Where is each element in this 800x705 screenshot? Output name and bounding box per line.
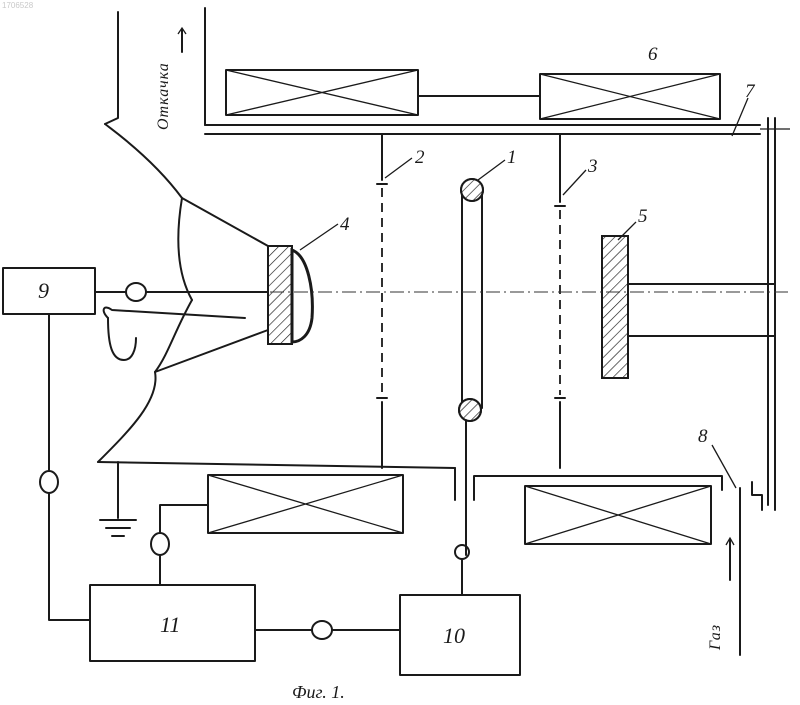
label-2: 2 <box>415 147 425 168</box>
leader-8 <box>712 445 736 488</box>
grid-3 <box>555 134 565 468</box>
block-9-wiring <box>40 283 268 620</box>
top-coil-right-6 <box>540 74 720 119</box>
source-electrode-4 <box>268 246 292 344</box>
target-5 <box>602 236 628 378</box>
pump-out-label: Откачка <box>155 62 172 130</box>
source-electrode-cap <box>292 250 312 342</box>
label-8: 8 <box>698 426 708 447</box>
top-electrode-7 <box>205 118 790 140</box>
grid-2 <box>377 134 387 468</box>
block-11-label: 11 <box>160 612 180 637</box>
block-9-label: 9 <box>38 278 49 303</box>
cathode-1 <box>455 179 483 595</box>
block-9 <box>3 268 95 314</box>
label-6: 6 <box>648 44 658 65</box>
leader-7 <box>732 98 748 136</box>
label-5: 5 <box>638 206 648 227</box>
bottom-coil-left <box>208 475 403 533</box>
leader-4 <box>300 224 338 250</box>
leader-1 <box>478 160 505 180</box>
label-4: 4 <box>340 214 350 235</box>
gas-label: Газ <box>707 624 724 651</box>
label-7: 7 <box>745 81 756 102</box>
document-id: 1706528 <box>2 1 34 10</box>
figure-caption: Фиг. 1. <box>292 682 345 702</box>
block-10-label: 10 <box>443 623 465 648</box>
label-3: 3 <box>587 156 598 177</box>
target-holder <box>628 140 775 510</box>
gas-inlet-8 <box>726 482 762 655</box>
leader-2 <box>385 158 412 178</box>
block-11-wiring <box>151 505 400 639</box>
label-1: 1 <box>507 147 517 168</box>
bottom-coil-right <box>525 486 711 544</box>
leader-3 <box>563 170 586 195</box>
bottom-plate <box>98 462 722 536</box>
top-coil-left <box>226 70 418 115</box>
